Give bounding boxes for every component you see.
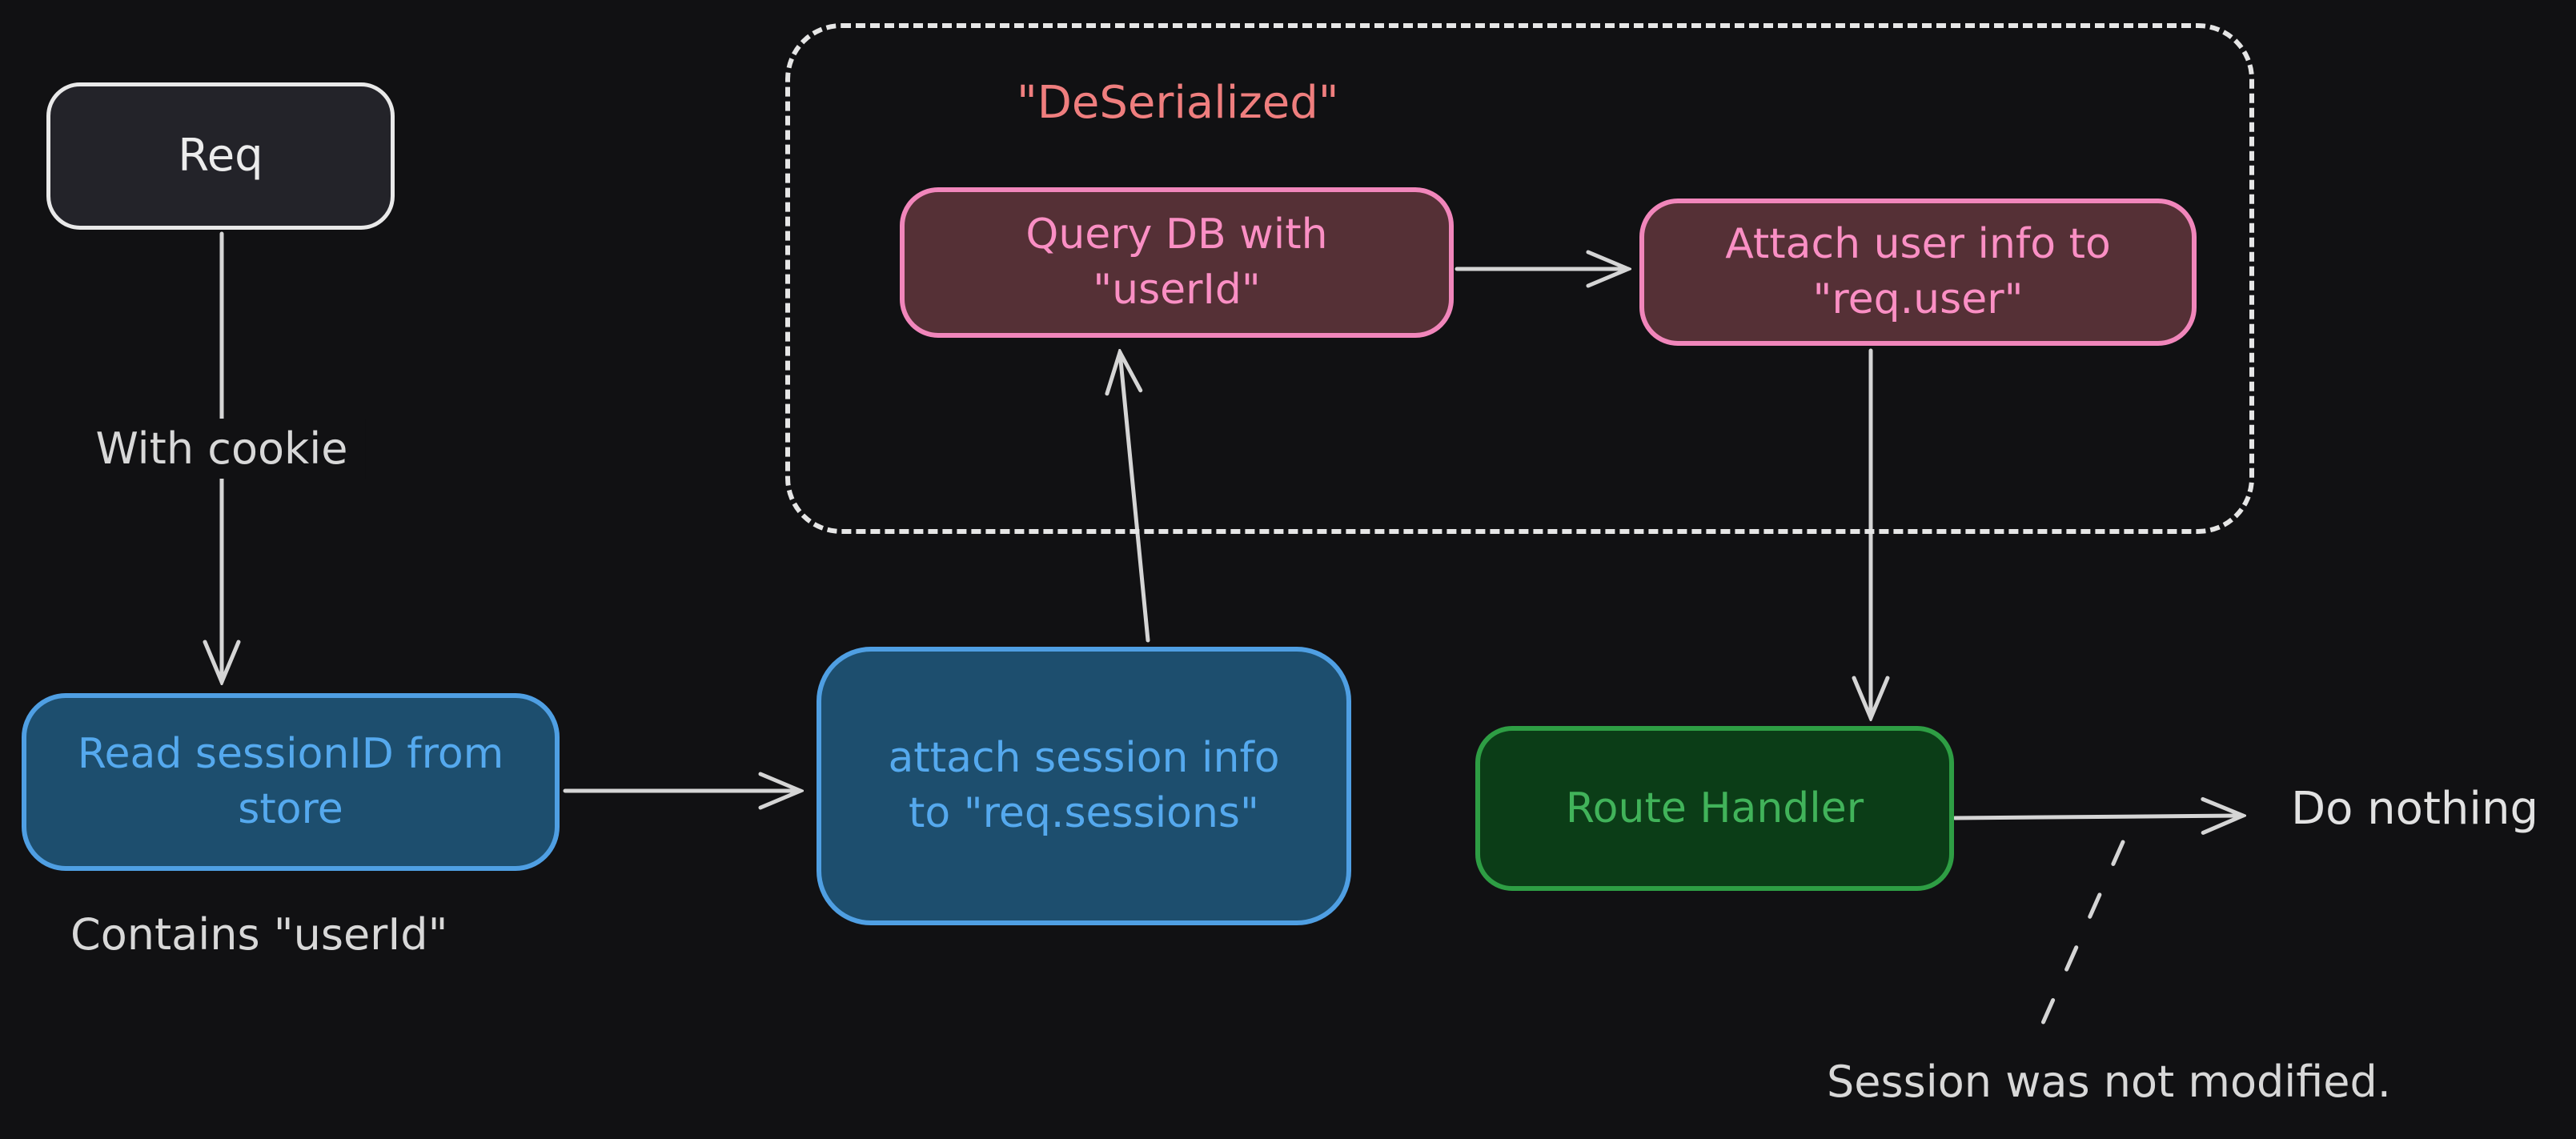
node-attach-session-label: attach session info to "req.sessions"	[888, 734, 1280, 837]
node-attach-user-label: Attach user info to "req.user"	[1725, 220, 2111, 323]
node-read-session-from-store: Read sessionID from store	[22, 693, 560, 871]
node-route-handler-label: Route Handler	[1565, 784, 1864, 832]
node-attach-user-info: Attach user info to "req.user"	[1639, 199, 2197, 346]
label-deserialized: "DeSerialized"	[1017, 77, 1339, 129]
label-do-nothing: Do nothing	[2291, 783, 2538, 835]
label-session-not-modified: Session was not modified.	[1827, 1057, 2391, 1107]
node-read-session-label: Read sessionID from store	[77, 730, 504, 833]
node-req: Req	[46, 82, 395, 230]
arrow-route-handler-to-do-nothing	[1952, 816, 2243, 818]
node-query-db: Query DB with "userId"	[900, 187, 1454, 338]
label-contains-userid: Contains "userId"	[70, 909, 448, 960]
node-req-label: Req	[178, 130, 263, 182]
node-query-db-label: Query DB with "userId"	[1025, 211, 1328, 314]
node-attach-session-info: attach session info to "req.sessions"	[817, 647, 1351, 925]
edge-label-with-cookie: With cookie	[78, 419, 366, 479]
deserialized-group-box	[785, 23, 2254, 534]
dashed-line-session-note	[2028, 840, 2125, 1053]
node-route-handler: Route Handler	[1475, 726, 1954, 891]
